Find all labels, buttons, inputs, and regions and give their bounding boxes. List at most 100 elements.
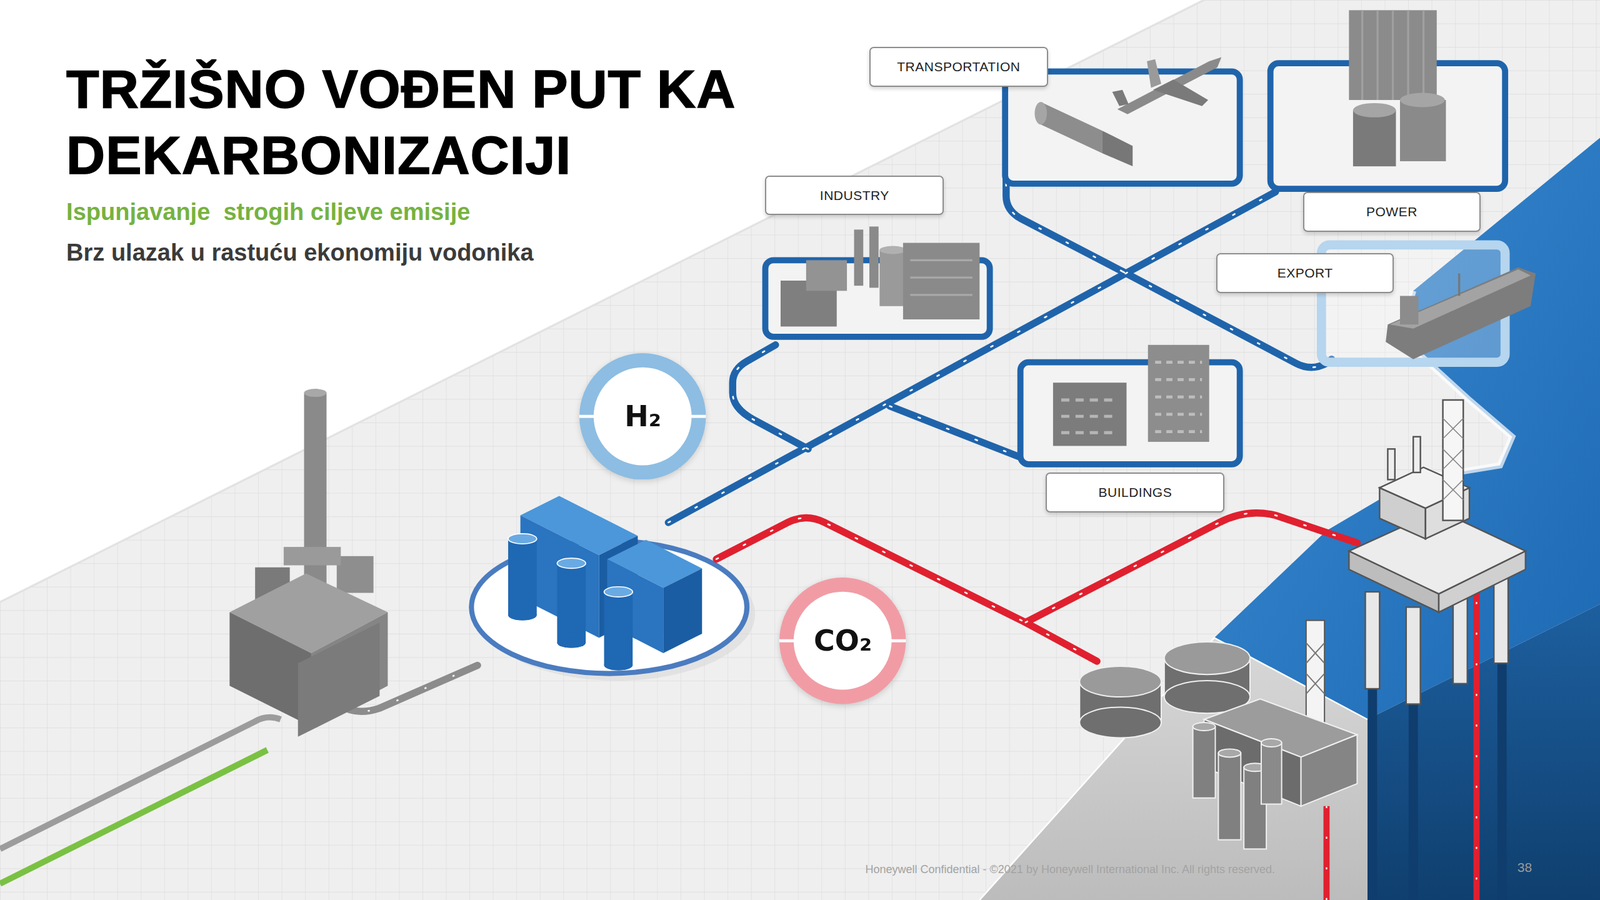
offshore-platform — [1406, 606, 1421, 704]
ship-icon — [1385, 267, 1536, 360]
sector-platforms — [1005, 71, 1240, 184]
factory-icon — [304, 393, 327, 598]
power-icons — [1353, 110, 1397, 167]
sea — [1214, 137, 1600, 720]
co2-pipes — [716, 518, 1097, 662]
ship-icon — [1390, 269, 1531, 329]
hydrogen-plant — [556, 637, 586, 648]
power-icons — [1353, 103, 1397, 118]
building-icons — [1053, 382, 1127, 446]
wells — [1323, 806, 1330, 900]
hydrogen-pipes — [1006, 179, 1123, 272]
ship-icon — [1400, 295, 1419, 325]
hydrogen-plant — [604, 660, 634, 670]
wells — [1475, 571, 1477, 900]
transport-icons — [1117, 56, 1222, 114]
hydrogen-plant — [508, 538, 537, 615]
badge-notch — [579, 415, 595, 419]
co2-pipes — [1025, 513, 1358, 623]
hydrogen-pipes — [668, 179, 1332, 523]
cliff-face — [979, 637, 1367, 900]
sector-name: POWER — [1366, 203, 1418, 220]
text-stack: BUILDINGS — [1098, 484, 1172, 501]
hydrogen-plant — [556, 563, 586, 643]
text-stack: CO₂ — [813, 623, 872, 658]
storage-tanks — [1218, 748, 1241, 757]
slide-title: TRŽIŠNO VOĐEN PUT KA DEKARBONIZACIJI — [66, 55, 898, 189]
badge-notch — [779, 639, 795, 643]
badge-text: H₂ — [624, 399, 662, 434]
badge-notch — [690, 415, 706, 419]
storage-tanks — [1301, 735, 1358, 807]
badge-text: CO₂ — [813, 623, 872, 658]
sector-label: EXPORT — [1216, 253, 1394, 294]
hydrogen-pipes — [732, 345, 809, 450]
hydrogen-plant — [508, 610, 537, 620]
text-stack: POWER — [1366, 203, 1418, 220]
offshore-platform — [1348, 400, 1525, 705]
storage-tanks — [1164, 641, 1250, 675]
badge-ring — [579, 353, 706, 480]
industry-icons — [879, 245, 906, 254]
sector-name: INDUSTRY — [820, 187, 890, 204]
offshore-platform — [1443, 418, 1464, 500]
storage-tanks — [1079, 666, 1162, 697]
factory-icon — [229, 388, 388, 737]
industry-icons — [903, 243, 980, 320]
industry-icons — [869, 226, 879, 288]
hydrogen-pipes — [668, 191, 1275, 523]
industry-icons — [879, 250, 906, 307]
power-icons — [1348, 10, 1437, 100]
hydrogen-plant — [508, 533, 537, 544]
sector-name: BUILDINGS — [1098, 484, 1172, 501]
transport-icons — [1035, 101, 1048, 125]
sea — [1214, 137, 1600, 900]
factory-icon — [304, 388, 327, 397]
hydrogen-pipes — [732, 345, 809, 450]
industry-icons — [910, 260, 973, 295]
wells — [1325, 806, 1327, 900]
building-icons — [1053, 345, 1210, 447]
text-stack: INDUSTRY — [820, 187, 890, 204]
hydrogen-plant — [556, 558, 586, 569]
power-icons — [1400, 100, 1446, 162]
hydrogen-pipes — [890, 406, 1031, 462]
building-icons — [1061, 400, 1119, 433]
hydrogen-pipes — [1006, 179, 1123, 272]
co2-badge: CO₂ — [779, 577, 906, 704]
factory-icon — [283, 546, 341, 565]
offshore-platform — [1387, 448, 1395, 480]
industry-icons — [780, 226, 980, 327]
badge-ring — [779, 577, 906, 704]
h2-badge: H₂ — [579, 353, 706, 480]
badge-center — [593, 367, 692, 466]
storage-tanks — [1306, 620, 1325, 723]
transport-icons — [1035, 56, 1222, 167]
transport-icons — [1153, 79, 1209, 106]
text-stack: H₂ — [624, 399, 662, 434]
offshore-platform — [1413, 436, 1420, 473]
transport-icons — [1146, 59, 1162, 89]
factory-icon — [298, 622, 380, 737]
feed-lines — [0, 717, 281, 850]
wells — [1473, 571, 1480, 900]
hydrogen-pipes — [668, 191, 1275, 523]
page-number: 38 — [1517, 860, 1532, 875]
factory-icon — [336, 556, 374, 594]
sector-label: POWER — [1303, 191, 1481, 232]
sector-label: INDUSTRY — [765, 175, 944, 216]
sector-name: TRANSPORTATION — [896, 58, 1020, 75]
storage-tanks — [1079, 620, 1357, 850]
hydrogen-plant — [471, 495, 755, 681]
hydrogen-pipes — [890, 406, 1031, 462]
feed-lines — [0, 665, 478, 884]
industry-icons — [854, 229, 864, 286]
subtitle: Ispunjavanje strogih ciljeve emisije — [66, 197, 470, 227]
cliff-face — [979, 637, 1367, 900]
storage-tanks — [1261, 738, 1282, 747]
power-icons — [1348, 10, 1446, 167]
co2-pipes — [1025, 513, 1358, 623]
offshore-platform — [1365, 591, 1380, 689]
